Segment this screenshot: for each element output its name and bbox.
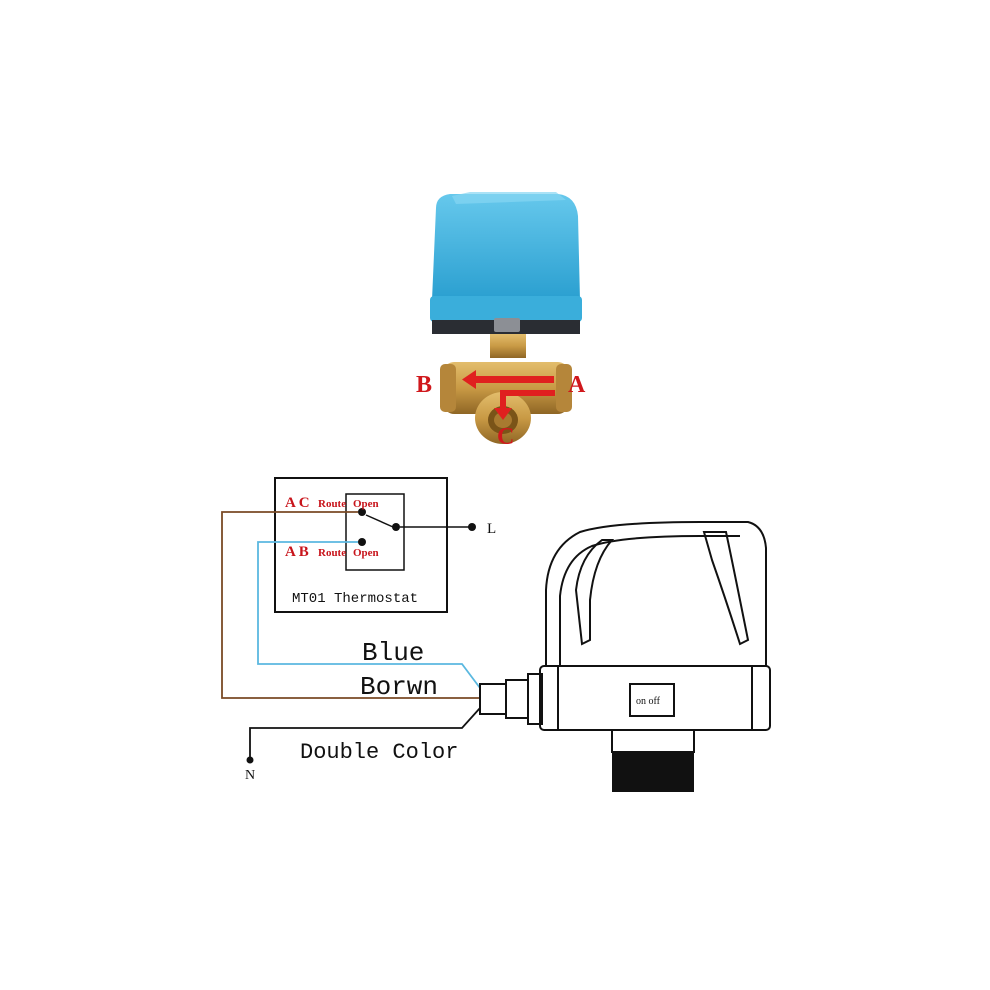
switch-label: on off <box>636 696 661 707</box>
ground-wire-label: Double Color <box>300 740 458 765</box>
port-a-label: A <box>568 372 586 398</box>
route-ab-state: Open <box>353 547 379 559</box>
flow-arrows <box>462 370 555 420</box>
route-ac-ports: A C <box>285 495 310 511</box>
neutral-terminal <box>246 756 254 764</box>
route-ac-route: Route <box>318 498 346 510</box>
route-ab-route: Route <box>318 547 346 559</box>
brown-wire <box>221 511 480 699</box>
actuator-cap <box>432 194 580 300</box>
port-c-label: C <box>497 424 514 450</box>
blue-wire-label: Blue <box>362 638 424 668</box>
live-label: L <box>487 521 496 537</box>
brown-wire-label: Borwn <box>360 672 438 702</box>
switch-box <box>345 493 405 571</box>
live-terminal <box>468 523 476 531</box>
actuator-drawing <box>479 521 771 753</box>
neutral-label: N <box>245 768 255 783</box>
port-b-label: B <box>416 372 432 398</box>
valve-photo: A B C <box>416 192 586 450</box>
thermostat-name: MT01 Thermostat <box>292 591 418 607</box>
switch-lever <box>365 514 394 528</box>
route-ac-state: Open <box>353 498 379 510</box>
route-ab-ports: A B <box>285 544 309 560</box>
blue-wire <box>257 541 481 689</box>
thermostat-box: A C Route Open A B Route Open MT01 Therm… <box>274 477 476 613</box>
actuator-base-block <box>612 752 694 792</box>
ground-wire <box>249 707 481 760</box>
